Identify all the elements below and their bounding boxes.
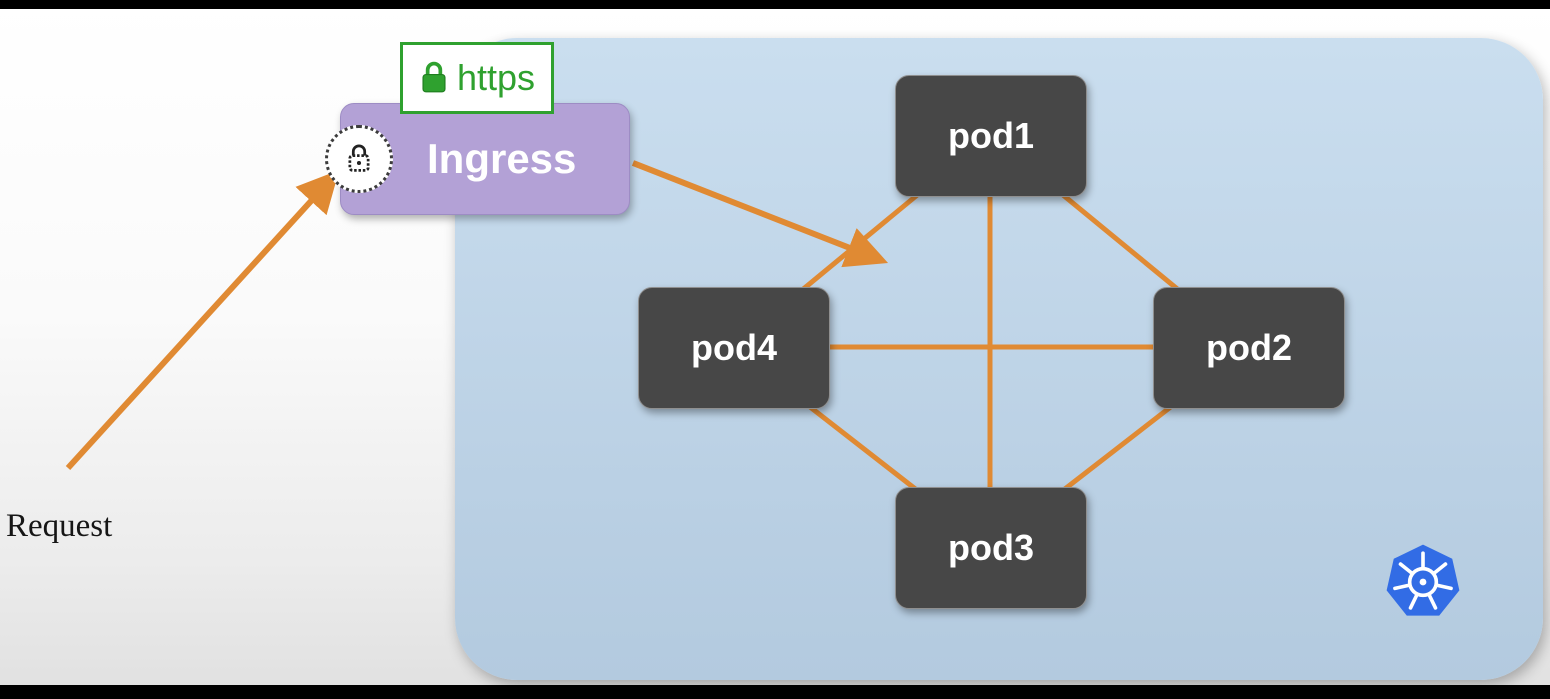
top-letterbox-bar (0, 0, 1550, 9)
pod2-label: pod2 (1206, 327, 1292, 368)
request-label: Request (6, 508, 113, 544)
pod3-label: pod3 (948, 527, 1034, 568)
request-arrow (65, 170, 340, 471)
https-badge: https (400, 42, 554, 114)
pod1-label: pod1 (948, 115, 1034, 156)
ingress-lock-badge (325, 125, 393, 193)
bottom-letterbox-bar (0, 685, 1550, 699)
tls-lock-icon (348, 144, 370, 172)
ingress-box: Ingress (340, 103, 630, 215)
https-lock-icon (422, 61, 446, 93)
kubernetes-logo-icon (1386, 544, 1460, 616)
pod3-box: pod3 (895, 487, 1087, 609)
pod1-box: pod1 (895, 75, 1087, 197)
pod4-box: pod4 (638, 287, 830, 409)
ingress-label: Ingress (427, 135, 577, 182)
https-label: https (456, 57, 536, 98)
pod4-label: pod4 (691, 327, 777, 368)
pod2-box: pod2 (1153, 287, 1345, 409)
